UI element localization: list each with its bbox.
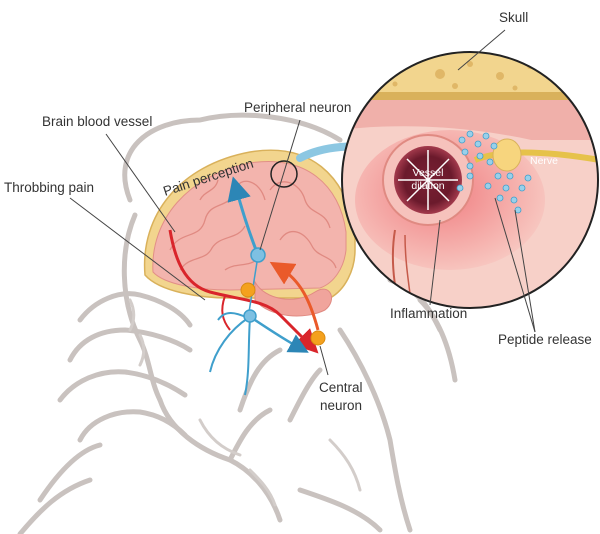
central-neuron-label-line2: neuron	[320, 398, 362, 413]
nerve-label: Nerve	[530, 155, 558, 167]
trigeminal-node	[241, 283, 255, 297]
peptide-release-label: Peptide release	[498, 332, 592, 347]
peripheral-neuron-body-2	[244, 310, 256, 322]
inflammation-label: Inflammation	[390, 306, 467, 321]
peripheral-neuron-label: Peripheral neuron	[244, 100, 351, 115]
vessel-dilation-label-line2: dilation	[411, 180, 444, 192]
peripheral-neuron-body	[251, 248, 265, 262]
blue-peripheral-nerve-3	[252, 318, 300, 348]
blue-peripheral-nerve	[210, 318, 248, 372]
central-neuron-body	[311, 331, 325, 345]
central-neuron-label-line1: Central	[319, 380, 363, 395]
vessel-dilation-label-line1: Vessel	[413, 167, 444, 179]
throbbing-pain-label: Throbbing pain	[4, 180, 94, 195]
skull-label: Skull	[499, 10, 528, 25]
brain-blood-vessel-label: Brain blood vessel	[42, 114, 152, 129]
